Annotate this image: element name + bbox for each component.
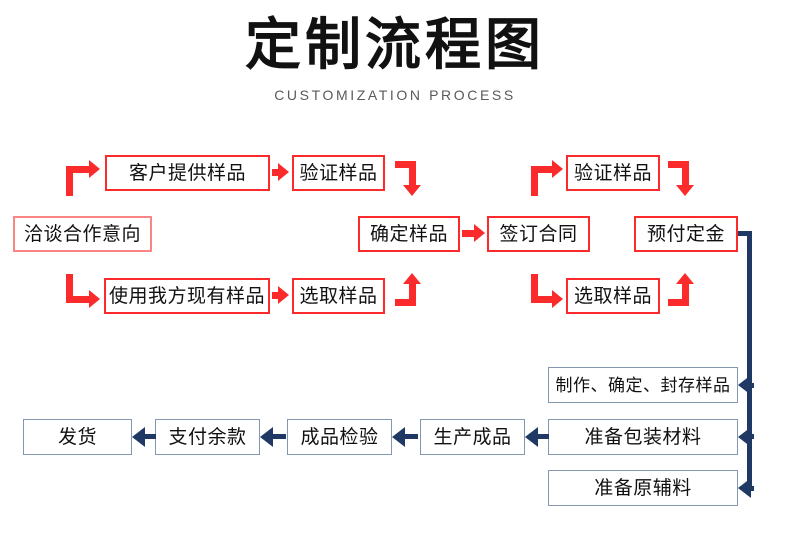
trunk-arrowhead-left-3 (738, 478, 751, 498)
edge-shaft-horizontal (270, 434, 286, 439)
node-select-sample-bottom-right[interactable]: 选取样品 (566, 278, 660, 314)
edge-shaft-vertical (682, 283, 689, 306)
edge-shaft-horizontal (668, 299, 689, 306)
node-make-confirm-archive-sample[interactable]: 制作、确定、封存样品 (548, 367, 738, 403)
edge-arrowhead-left (132, 427, 145, 447)
node-label: 准备包装材料 (584, 426, 702, 448)
trunk-shaft-horizontal (738, 231, 752, 236)
edge-arrowhead-right (474, 224, 485, 242)
node-label: 预付定金 (646, 223, 725, 245)
trunk-arrowhead-left-1 (738, 375, 751, 395)
node-label: 支付余款 (168, 426, 247, 448)
node-pay-balance[interactable]: 支付余款 (155, 419, 260, 455)
node-label: 验证样品 (573, 162, 652, 184)
node-label: 选取样品 (573, 285, 652, 307)
edge-shaft-horizontal (66, 166, 90, 173)
node-ship-goods[interactable]: 发货 (23, 419, 132, 455)
edge-shaft-horizontal (272, 169, 280, 176)
node-verify-sample-top-right[interactable]: 验证样品 (566, 155, 660, 191)
edge-arrowhead-up (403, 273, 421, 284)
edge-shaft-horizontal (395, 299, 416, 306)
node-negotiate-cooperation[interactable]: 洽谈合作意向 (13, 216, 152, 252)
edge-shaft-vertical (66, 166, 73, 196)
node-use-our-existing-sample[interactable]: 使用我方现有样品 (104, 278, 270, 314)
edge-shaft-horizontal (272, 292, 280, 299)
node-label: 准备原辅料 (594, 477, 692, 499)
node-label: 选取样品 (299, 285, 378, 307)
edge-shaft-horizontal (531, 296, 553, 303)
edge-arrowhead-right (552, 160, 563, 178)
trunk-branch-3 (750, 486, 754, 491)
edge-shaft-horizontal (535, 434, 549, 439)
edge-shaft-horizontal (142, 434, 156, 439)
edge-arrowhead-left (525, 427, 538, 447)
node-verify-sample-top-left[interactable]: 验证样品 (292, 155, 385, 191)
node-customer-provides-sample[interactable]: 客户提供样品 (105, 155, 270, 191)
trunk-arrowhead-left-2 (738, 427, 751, 447)
node-select-sample-bottom-left[interactable]: 选取样品 (292, 278, 385, 314)
node-sign-contract[interactable]: 签订合同 (487, 216, 590, 252)
page-title: 定制流程图 (245, 13, 545, 76)
node-label: 客户提供样品 (128, 162, 246, 184)
edge-shaft-vertical (66, 274, 73, 303)
node-prepay-deposit[interactable]: 预付定金 (634, 216, 738, 252)
node-label: 签订合同 (499, 223, 578, 245)
edge-arrowhead-left (260, 427, 273, 447)
node-label: 确定样品 (369, 223, 448, 245)
node-label: 生产成品 (433, 426, 512, 448)
edge-arrowhead-right (278, 286, 289, 304)
edge-arrowhead-right (278, 163, 289, 181)
node-label: 验证样品 (299, 162, 378, 184)
edge-shaft-horizontal (668, 161, 689, 168)
edge-arrowhead-down (676, 185, 694, 196)
node-finished-goods-inspection[interactable]: 成品检验 (287, 419, 392, 455)
node-prepare-packaging-materials[interactable]: 准备包装材料 (548, 419, 738, 455)
trunk-branch-2 (750, 434, 754, 439)
edge-shaft-horizontal (462, 230, 476, 237)
trunk-branch-1 (750, 383, 754, 388)
node-produce-goods[interactable]: 生产成品 (420, 419, 525, 455)
edge-shaft-vertical (409, 283, 416, 306)
trunk-shaft-vertical (747, 231, 752, 490)
node-label: 使用我方现有样品 (108, 285, 265, 307)
edge-arrowhead-left (392, 427, 405, 447)
node-label: 洽谈合作意向 (23, 223, 141, 245)
edge-arrowhead-right (89, 290, 100, 308)
edge-shaft-horizontal (531, 166, 553, 173)
page-subtitle: CUSTOMIZATION PROCESS (274, 87, 516, 103)
edge-arrowhead-right (552, 290, 563, 308)
edge-shaft-vertical (682, 161, 689, 187)
node-label: 制作、确定、封存样品 (555, 375, 731, 395)
node-label: 发货 (57, 426, 97, 448)
edge-shaft-vertical (531, 166, 538, 196)
node-confirm-sample[interactable]: 确定样品 (358, 216, 460, 252)
edge-shaft-vertical (409, 161, 416, 187)
edge-shaft-horizontal (395, 161, 416, 168)
node-label: 成品检验 (300, 426, 379, 448)
edge-shaft-horizontal (66, 296, 90, 303)
node-prepare-raw-materials[interactable]: 准备原辅料 (548, 470, 738, 506)
edge-arrowhead-down (403, 185, 421, 196)
edge-arrowhead-up (676, 273, 694, 284)
edge-shaft-horizontal (402, 434, 418, 439)
edge-shaft-vertical (531, 274, 538, 303)
edge-arrowhead-right (89, 160, 100, 178)
